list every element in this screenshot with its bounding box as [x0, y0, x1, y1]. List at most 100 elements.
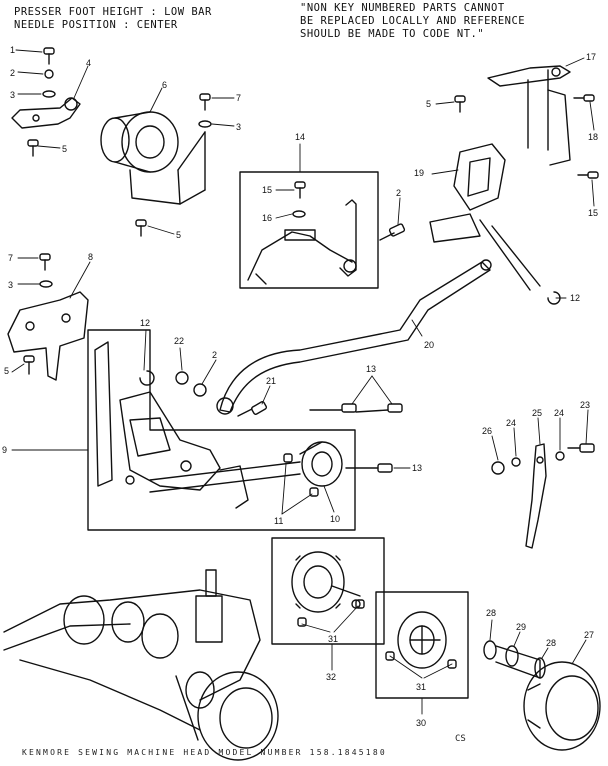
screw-part-1 — [43, 47, 55, 65]
callout-13-top: 13 — [366, 364, 376, 374]
presser-foot-height-note: PRESSER FOOT HEIGHT : LOW BAR — [14, 6, 212, 18]
callout-28-lower: 28 — [546, 638, 556, 648]
callout-2-inset: 2 — [396, 188, 401, 198]
page-code: CS — [455, 734, 466, 744]
callout-13-lower: 13 — [412, 463, 422, 473]
assembled-head-view — [3, 569, 279, 761]
cam-part-30 — [397, 611, 447, 669]
screw-part-7a — [199, 93, 211, 111]
callout-5-left: 5 — [4, 366, 9, 376]
lever-part-25 — [525, 443, 547, 549]
callout-24-right: 24 — [554, 408, 564, 418]
screw-part-15a — [294, 181, 306, 199]
callout-32: 32 — [326, 672, 336, 682]
screw-part-5d — [23, 355, 35, 375]
callout-16: 16 — [262, 213, 272, 223]
callout-23: 23 — [580, 400, 590, 410]
callout-7-left: 7 — [8, 253, 13, 263]
nut-part-26 — [491, 461, 505, 475]
screw-part-5a — [27, 139, 39, 157]
retaining-ring-part-12a — [139, 370, 155, 386]
screw-part-5b — [135, 219, 147, 237]
callout-21: 21 — [266, 376, 276, 386]
non-key-parts-note: "NON KEY NUMBERED PARTS CANNOT BE REPLAC… — [300, 2, 525, 41]
screw-part-23 — [567, 443, 595, 453]
screw-part-15b — [577, 171, 599, 179]
callout-15-inset: 15 — [262, 185, 272, 195]
callout-14: 14 — [295, 132, 305, 142]
inset-frame-part-32 — [271, 537, 385, 645]
callout-27: 27 — [584, 630, 594, 640]
non-key-note-line-3: SHOULD BE MADE TO CODE NT." — [300, 28, 485, 40]
callout-10: 10 — [330, 514, 340, 524]
bracket-part-8 — [7, 291, 89, 381]
callout-7-top: 7 — [236, 93, 241, 103]
washer-part-3c — [39, 280, 53, 288]
callout-1: 1 — [10, 45, 15, 55]
bracket-part-4 — [11, 97, 81, 129]
callout-17: 17 — [586, 52, 596, 62]
washer-part-2c — [193, 383, 207, 397]
callout-8: 8 — [88, 252, 93, 262]
callout-22: 22 — [174, 336, 184, 346]
model-caption: KENMORE SEWING MACHINE HEAD MODEL NUMBER… — [22, 748, 387, 757]
callout-24-left: 24 — [506, 418, 516, 428]
motor-assembly-part-6 — [100, 111, 206, 205]
washer-part-3 — [42, 90, 56, 98]
callout-labels: 1 2 3 4 5 6 7 3 5 14 15 16 2 17 5 18 19 … — [2, 45, 598, 728]
callout-5-right: 5 — [426, 99, 431, 109]
screws-part-11 — [283, 453, 319, 497]
callout-3-left: 3 — [8, 280, 13, 290]
callout-20: 20 — [424, 340, 434, 350]
zigzag-mechanism-part-9 — [94, 341, 301, 509]
washer-part-24a — [511, 457, 521, 467]
non-key-note-line-2: BE REPLACED LOCALLY AND REFERENCE — [300, 15, 526, 27]
screw-part-13b — [345, 463, 393, 473]
rod-end-part-20 — [216, 397, 234, 415]
callout-26: 26 — [482, 426, 492, 436]
zigzag-guide-part-19 — [429, 143, 541, 291]
washer-part-3b — [198, 120, 212, 128]
shoulder-screw-part-21 — [237, 401, 268, 417]
clip-part-16 — [292, 210, 306, 218]
bushing-part-28a — [483, 640, 497, 660]
nut-part-22 — [175, 371, 189, 385]
callout-2-top: 2 — [10, 68, 15, 78]
needle-bar-bracket-part-17 — [487, 65, 571, 166]
callout-6: 6 — [162, 80, 167, 90]
screw-part-7b — [39, 253, 51, 271]
leader-lines — [11, 49, 595, 715]
lever-assembly-part-14 — [247, 199, 357, 285]
shaft-part-29 — [495, 645, 541, 679]
handwheel-part-27 — [523, 661, 601, 751]
inset-frame-part-14 — [239, 171, 379, 289]
callout-4: 4 — [86, 58, 91, 68]
callout-9: 9 — [2, 445, 7, 455]
retaining-ring-part-12b — [547, 291, 561, 305]
callout-11: 11 — [274, 516, 283, 526]
callout-30: 30 — [416, 718, 426, 728]
callout-3-top: 3 — [10, 90, 15, 100]
callout-31-right: 31 — [416, 682, 426, 692]
screw-part-5c — [454, 95, 466, 113]
callout-28-upper: 28 — [486, 608, 496, 618]
assembly-frame-part-9 — [87, 329, 356, 531]
callout-2-lower: 2 — [212, 350, 217, 360]
callout-29: 29 — [516, 622, 526, 632]
non-key-note-line-1: "NON KEY NUMBERED PARTS CANNOT — [300, 2, 505, 14]
screws-part-31a — [297, 599, 365, 627]
cam-part-10 — [299, 441, 343, 487]
callout-12-left: 12 — [140, 318, 150, 328]
callout-5-top: 5 — [62, 144, 67, 154]
screws-part-31b — [385, 651, 457, 669]
callout-25: 25 — [532, 408, 542, 418]
callout-31-left: 31 — [328, 634, 338, 644]
callout-18: 18 — [588, 132, 598, 142]
bushing-part-28b — [534, 657, 546, 679]
screw-part-18 — [573, 94, 595, 102]
connecting-rod-part-20 — [219, 259, 492, 413]
callout-3-mid: 3 — [236, 122, 241, 132]
washer-part-2 — [44, 69, 54, 79]
gear-cam-part-32 — [291, 551, 361, 613]
